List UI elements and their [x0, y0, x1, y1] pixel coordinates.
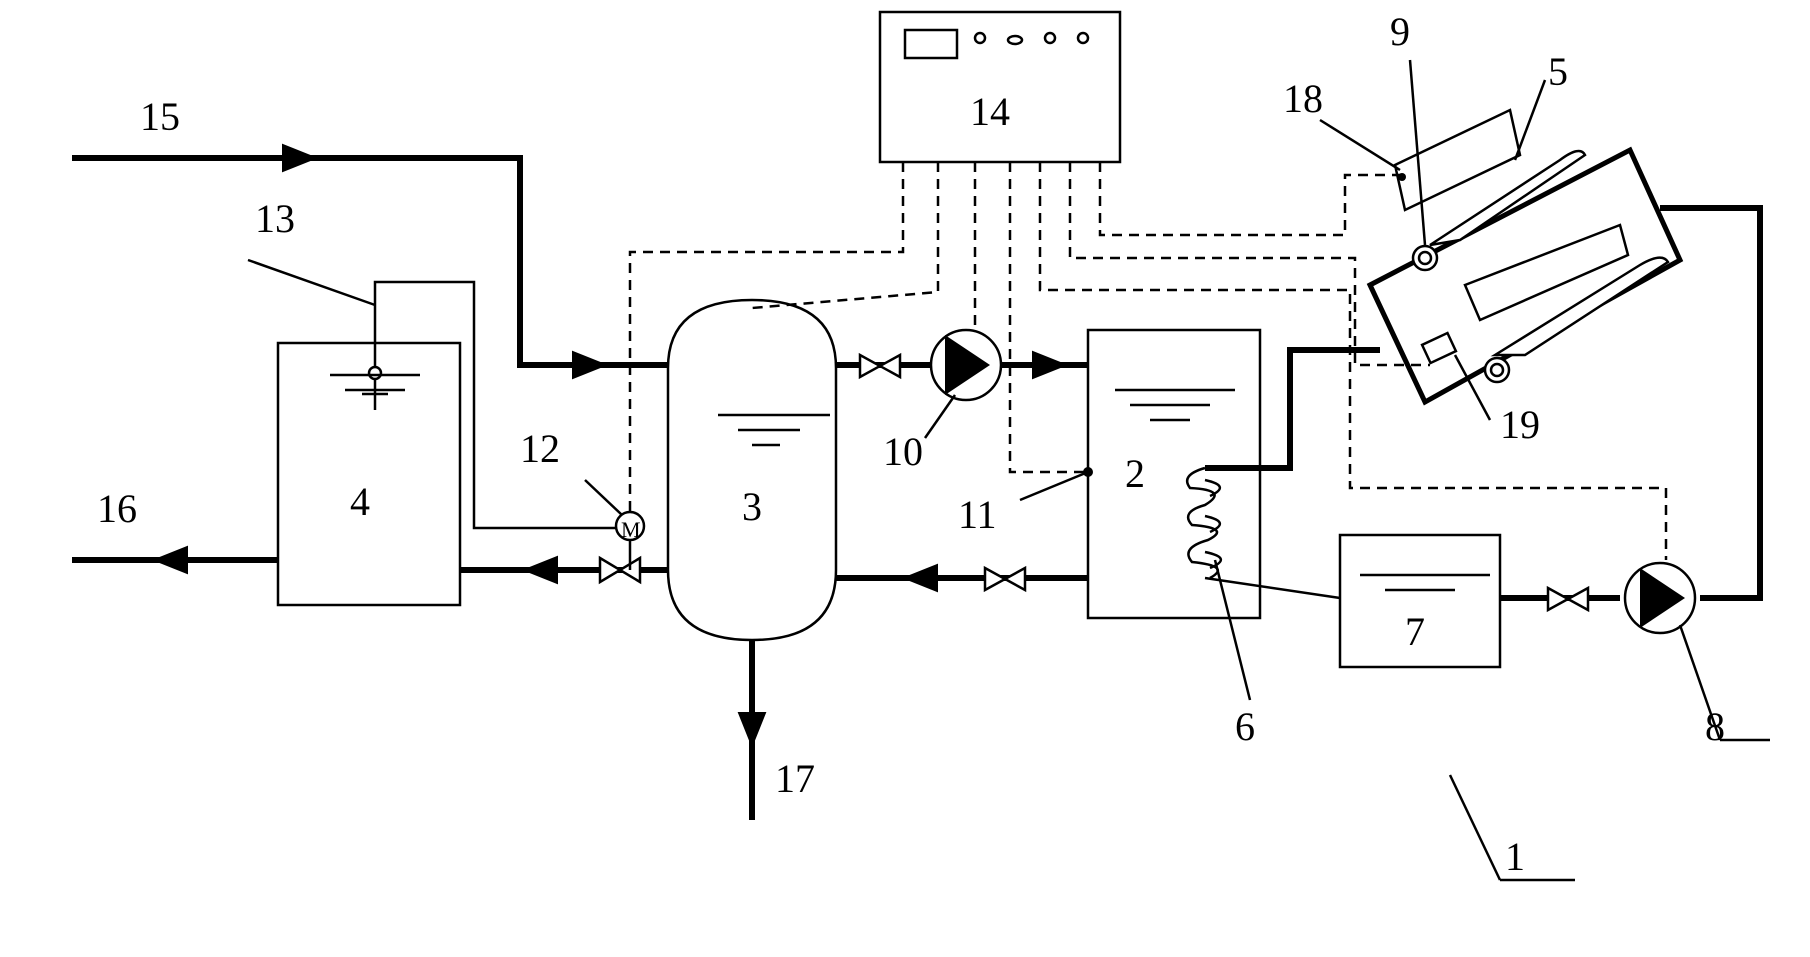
label-16: 16 — [97, 486, 137, 531]
control-panel — [878, 10, 1122, 164]
tank-2 — [1086, 328, 1262, 620]
label-1: 1 — [1505, 834, 1525, 879]
pump-8 — [1623, 561, 1697, 635]
label-13: 13 — [255, 196, 295, 241]
label-3: 3 — [742, 484, 762, 529]
label-10: 10 — [883, 429, 923, 474]
label-8: 8 — [1705, 704, 1725, 749]
label-14: 14 — [970, 89, 1010, 134]
label-5: 5 — [1548, 49, 1568, 94]
vessel-3 — [666, 298, 838, 642]
labels: 1 2 3 4 5 6 7 8 9 10 11 12 13 14 15 16 1… — [97, 9, 1725, 879]
label-19: 19 — [1500, 402, 1540, 447]
label-6: 6 — [1235, 704, 1255, 749]
pump-10 — [929, 328, 1003, 402]
solar-collector — [1366, 108, 1684, 406]
tank-7 — [1338, 533, 1502, 669]
label-15: 15 — [140, 94, 180, 139]
label-2: 2 — [1125, 451, 1145, 496]
label-11: 11 — [958, 492, 997, 537]
label-18: 18 — [1283, 76, 1323, 121]
tank-4 — [276, 341, 462, 607]
heating-coil — [1185, 466, 1222, 580]
control-wiring — [628, 162, 1668, 560]
svg-text:M: M — [621, 517, 641, 542]
label-7: 7 — [1405, 609, 1425, 654]
motor-valve: M — [614, 510, 646, 570]
label-12: 12 — [520, 426, 560, 471]
label-17: 17 — [775, 756, 815, 801]
leader-lines — [247, 59, 1770, 882]
label-9: 9 — [1390, 9, 1410, 54]
label-4: 4 — [350, 479, 370, 524]
float-linkage — [373, 280, 618, 530]
